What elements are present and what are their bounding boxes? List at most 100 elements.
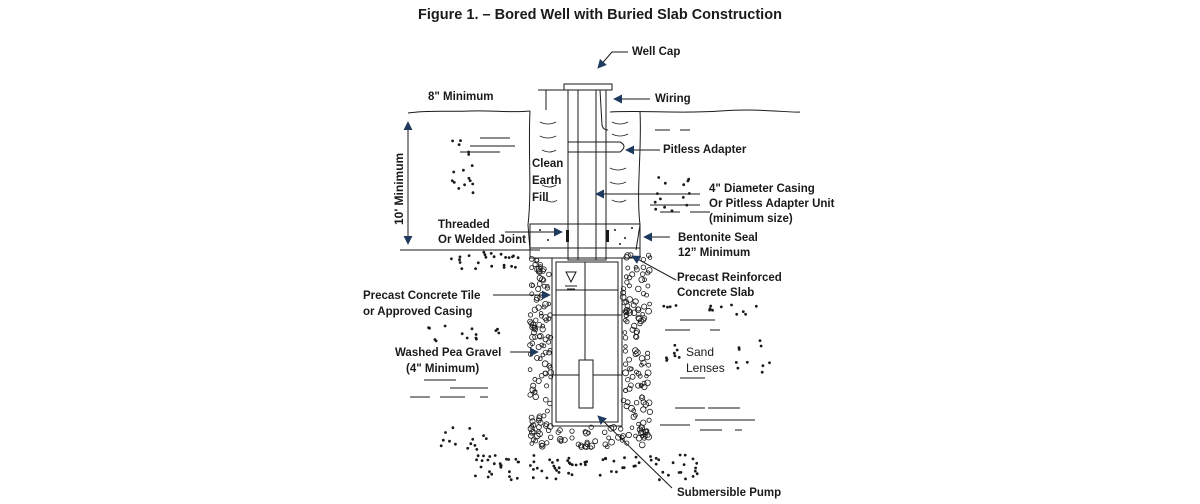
gravel-stone — [640, 312, 645, 317]
label-casing-1: 4" Diameter Casing — [709, 183, 815, 195]
gravel-stone — [544, 383, 550, 389]
gravel-stone — [592, 438, 599, 445]
soil-dot — [471, 191, 475, 195]
gravel-stone — [608, 438, 615, 446]
soil-dot — [490, 472, 494, 476]
fill-marks — [539, 121, 629, 203]
soil-dot — [598, 473, 602, 477]
soil-dot — [649, 458, 653, 462]
gravel-stone — [545, 408, 550, 414]
gravel-stone — [618, 426, 624, 432]
gravel-stone — [528, 432, 534, 439]
soil-dot — [557, 466, 561, 470]
gravel-stone — [529, 429, 536, 436]
soil-dot — [460, 267, 464, 270]
gravel-stone — [542, 314, 549, 321]
gravel-stone — [606, 435, 612, 441]
gravel-stone — [569, 435, 575, 441]
gravel-stone — [629, 326, 636, 333]
soil-dot — [557, 471, 561, 474]
threaded-joint-left — [566, 230, 569, 242]
soil-dot — [623, 456, 626, 460]
gravel-stone — [641, 383, 648, 391]
soil-dot — [451, 426, 455, 430]
soil-dot — [683, 453, 687, 457]
gravel-stone — [528, 414, 535, 421]
gravel-stone — [537, 262, 543, 268]
soil-dot — [612, 459, 616, 463]
gravel-stone — [638, 276, 645, 283]
gravel-stone — [632, 351, 639, 358]
gravel-stone — [546, 271, 552, 278]
gravel-stone — [640, 264, 647, 270]
gravel-stone — [536, 415, 543, 422]
gravel-stone — [623, 274, 629, 280]
label-clean: Clean — [532, 158, 564, 170]
bentonite-dots — [539, 227, 633, 245]
label-well-cap: Well Cap — [632, 46, 681, 58]
soil-dot — [574, 463, 578, 467]
soil-dot — [458, 258, 461, 262]
gravel-stone — [529, 423, 535, 429]
soil-dot — [462, 168, 465, 172]
soil-dot — [583, 460, 587, 464]
label-sand: Sand — [686, 345, 715, 359]
gravel-stone — [547, 365, 553, 371]
soil-dot — [604, 456, 607, 460]
soil-dot — [540, 469, 544, 473]
soil-dot — [514, 265, 517, 269]
gravel-stone — [531, 306, 538, 313]
soil-dot — [672, 351, 676, 355]
gravel-stone — [645, 283, 651, 289]
soil-dot — [475, 458, 478, 462]
soil-dot — [476, 454, 480, 458]
gravel-stone — [623, 254, 630, 261]
soil-dot — [678, 453, 682, 457]
soil-dot — [452, 181, 456, 184]
soil-dot — [693, 469, 697, 473]
soil-dot — [468, 179, 472, 183]
gravel-stone — [539, 326, 546, 333]
soil-dot — [737, 348, 741, 351]
soil-dot — [484, 437, 488, 440]
gravel-stone — [633, 328, 640, 335]
soil-dot — [492, 462, 496, 466]
gravel-stone — [532, 261, 538, 267]
soil-dot — [458, 261, 462, 264]
soil-dot — [493, 454, 497, 457]
gravel-stone — [631, 408, 636, 413]
soil-dot — [760, 370, 764, 374]
soil-dot — [741, 310, 745, 313]
label-lenses: Lenses — [686, 361, 725, 375]
gravel-stone — [544, 440, 550, 446]
gravel-stone — [548, 374, 554, 380]
gravel-stone — [629, 425, 635, 430]
gravel-stone — [641, 303, 648, 310]
gravel-stone — [578, 444, 585, 450]
gravel-stone — [644, 369, 652, 377]
soil-dot — [492, 255, 496, 259]
gravel-stone — [638, 383, 644, 388]
gravel-stone — [539, 443, 546, 450]
gravel-stone — [610, 424, 617, 431]
soil-dot — [677, 356, 681, 359]
label-casing-2: Or Pitless Adapter Unit — [709, 198, 835, 210]
soil-dot — [666, 305, 669, 309]
soil-dot — [486, 475, 490, 479]
soil-dot — [502, 263, 506, 267]
gravel-stone — [628, 382, 634, 389]
soil-dot — [467, 153, 471, 156]
gravel-stone — [622, 330, 628, 335]
label-bentonite-1: Bentonite Seal — [678, 232, 758, 244]
gravel-stone — [645, 307, 652, 315]
soil-dot — [466, 446, 470, 450]
gravel-stone — [529, 418, 536, 425]
gravel-stone — [646, 417, 652, 423]
soil-dot — [499, 464, 503, 467]
soil-dot — [567, 471, 570, 475]
label-casing-3: (minimum size) — [709, 213, 793, 225]
soil-dot — [463, 183, 466, 187]
gravel-stone — [530, 437, 536, 443]
soil-dot — [570, 463, 574, 467]
